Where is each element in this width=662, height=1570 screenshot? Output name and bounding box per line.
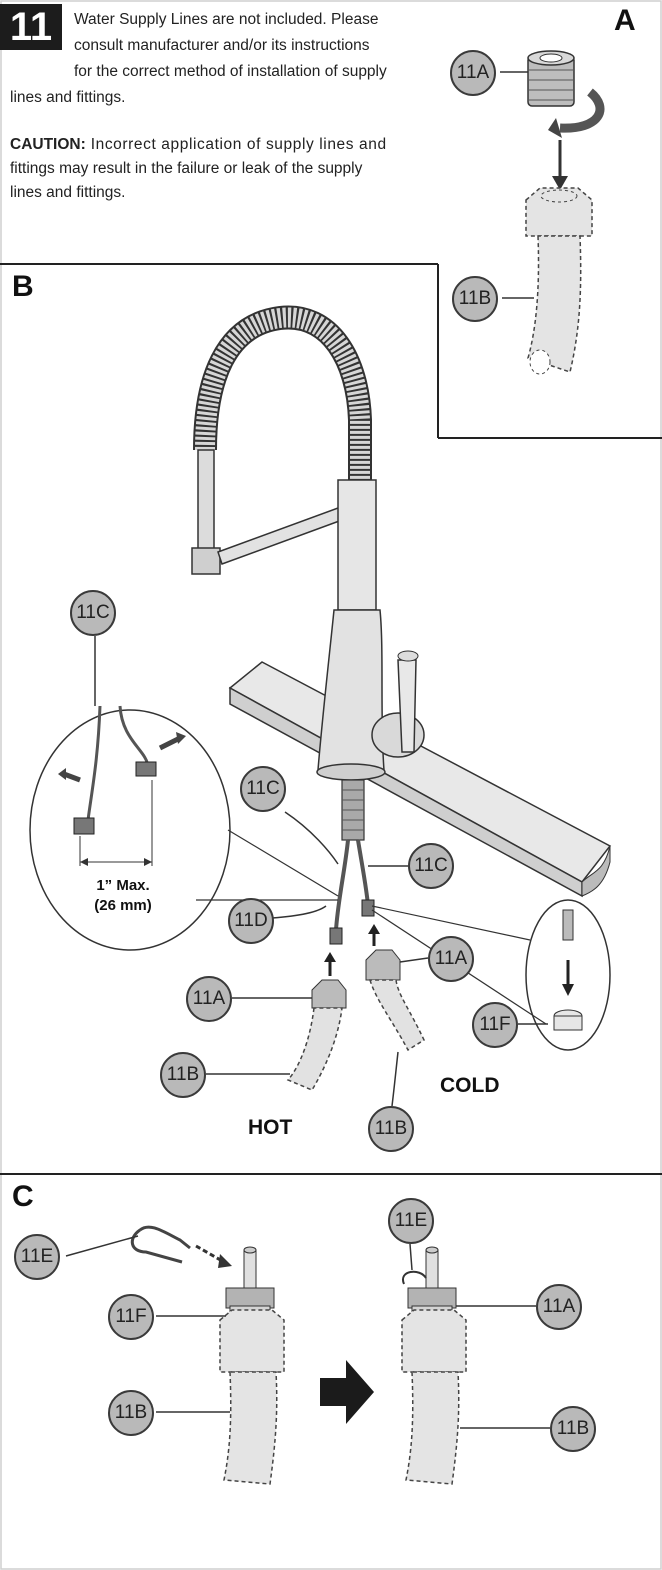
hot-supply-line-drawing [286, 979, 347, 1091]
panel-a-rotate-arrow [559, 88, 605, 133]
caution-text-1: Incorrect application of supply lines an… [85, 136, 387, 153]
panel-a-nut-drawing [527, 50, 575, 107]
panel-c-right-assembly [401, 1246, 467, 1485]
panel-b-letter: B [12, 270, 34, 303]
faucet-drawing [191, 305, 425, 841]
callout-11b-panel-a: 11B [452, 276, 498, 322]
caution-label: CAUTION: [10, 136, 86, 153]
callout-11e-right: 11E [388, 1198, 434, 1244]
callout-11a-cold: 11A [428, 936, 474, 982]
intro-line-3: for the correct method of installation o… [74, 63, 387, 80]
intro-line-4: lines and fittings. [10, 89, 126, 106]
caution-line-1: CAUTION: Incorrect application of supply… [10, 133, 387, 157]
callout-11b-hot: 11B [160, 1052, 206, 1098]
callout-11b-panel-c-right: 11B [550, 1406, 596, 1452]
caution-line-2: fittings may result in the failure or le… [10, 160, 363, 177]
callout-11b-panel-c-left: 11B [108, 1390, 154, 1436]
max-distance-line-1: 1” Max. [96, 877, 150, 894]
cold-supply-line-drawing [365, 949, 425, 1052]
callout-11c-left: 11C [240, 766, 286, 812]
max-distance-line-2: (26 mm) [94, 897, 152, 914]
callout-11f-panel-c: 11F [108, 1294, 154, 1340]
panel-a-supply-line-drawing [525, 187, 593, 375]
callout-11f-panel-b: 11F [472, 1002, 518, 1048]
panel-c-letter: C [12, 1180, 34, 1213]
callout-11a-hot: 11A [186, 976, 232, 1022]
panel-c-left-assembly [219, 1246, 285, 1485]
callout-11e-left: 11E [14, 1234, 60, 1280]
panel-a-rotate-arrowhead [548, 118, 562, 138]
intro-line-1: Water Supply Lines are not included. Ple… [74, 11, 379, 28]
hot-label: HOT [248, 1116, 293, 1139]
callout-11a-panel-c: 11A [536, 1284, 582, 1330]
detail-circle-left [29, 709, 231, 951]
caution-line-3: lines and fittings. [10, 184, 126, 201]
clip-drawing [130, 1225, 191, 1264]
panel-a-letter: A [614, 4, 636, 37]
hose-tubes-drawing [329, 839, 375, 945]
callout-11d: 11D [228, 898, 274, 944]
callout-11c-right: 11C [408, 843, 454, 889]
max-distance-label: 1” Max. (26 mm) [76, 876, 170, 916]
callout-11a-panel-a: 11A [450, 50, 496, 96]
callout-11c-detail: 11C [70, 590, 116, 636]
panel-c-arrow [320, 1360, 374, 1424]
intro-line-2: consult manufacturer and/or its instruct… [74, 37, 370, 54]
step-number-badge: 11 [0, 4, 62, 50]
cold-label: COLD [440, 1074, 500, 1097]
callout-11b-cold: 11B [368, 1106, 414, 1152]
